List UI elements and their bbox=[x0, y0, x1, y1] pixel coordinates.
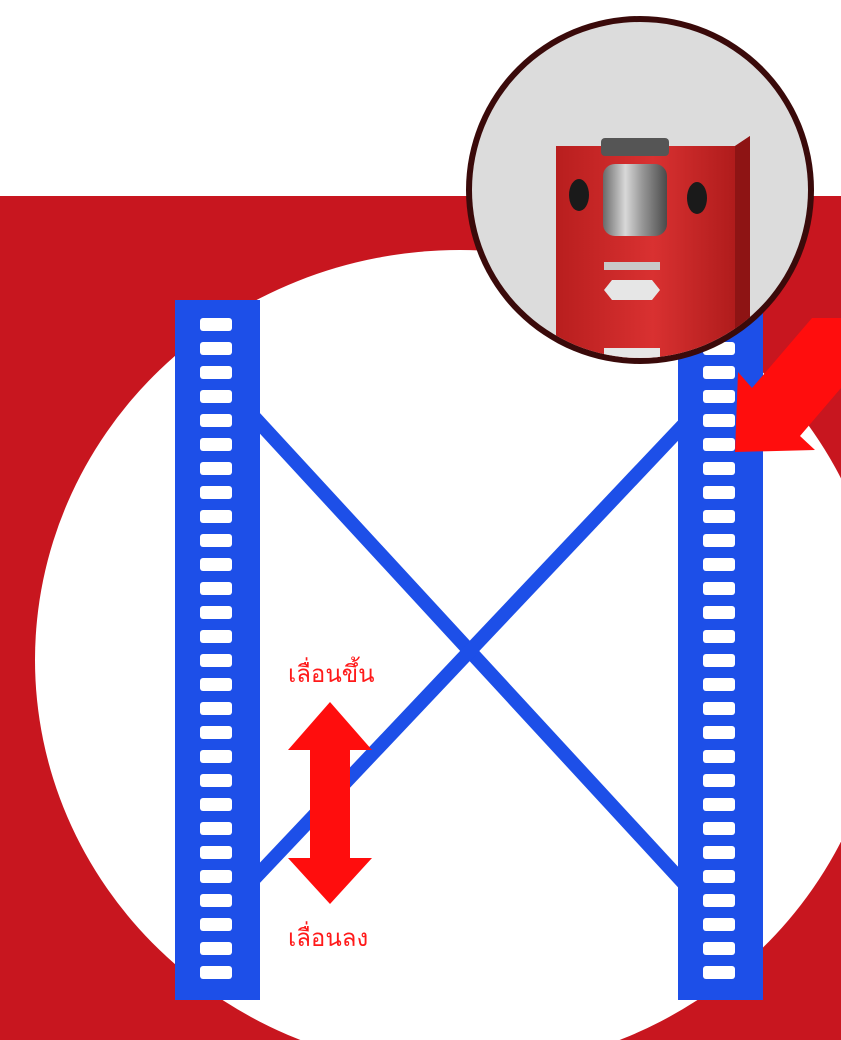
upright-slot bbox=[703, 510, 735, 523]
upright-slot bbox=[200, 942, 232, 955]
upright-clip-photo bbox=[466, 16, 814, 364]
upright-slot bbox=[200, 342, 232, 355]
upright-slot bbox=[200, 918, 232, 931]
upright-slot bbox=[703, 702, 735, 715]
upright-slot bbox=[703, 918, 735, 931]
upright-slot bbox=[703, 774, 735, 787]
upright-slot bbox=[200, 774, 232, 787]
upright-slot bbox=[703, 894, 735, 907]
upright-slot bbox=[200, 534, 232, 547]
upright-slot bbox=[200, 438, 232, 451]
upright-slot bbox=[703, 654, 735, 667]
upright-slot bbox=[200, 510, 232, 523]
upright-slot bbox=[703, 822, 735, 835]
upright-slot bbox=[200, 318, 232, 331]
upright-slot bbox=[200, 486, 232, 499]
upright-slot bbox=[703, 726, 735, 739]
upright-slot bbox=[200, 894, 232, 907]
upright-slot bbox=[200, 654, 232, 667]
upright-slot bbox=[200, 678, 232, 691]
move-up-label: เลื่อนขึ้น bbox=[288, 656, 375, 688]
upright-slot bbox=[703, 678, 735, 691]
upright-slot bbox=[200, 966, 232, 979]
pointer-arrow-icon bbox=[735, 318, 841, 452]
upright-slot bbox=[200, 846, 232, 859]
upright-slot bbox=[703, 630, 735, 643]
left-upright-slots bbox=[200, 318, 232, 979]
upright-slot bbox=[200, 366, 232, 379]
upright-slot bbox=[200, 750, 232, 763]
upright-slot bbox=[703, 486, 735, 499]
right-upright bbox=[678, 300, 763, 1000]
double-vertical-arrow-icon bbox=[288, 702, 372, 904]
upright-slot bbox=[200, 582, 232, 595]
upright-slot bbox=[703, 534, 735, 547]
left-upright bbox=[175, 300, 260, 1000]
upright-slot bbox=[200, 822, 232, 835]
upright-slot bbox=[703, 462, 735, 475]
upright-slot bbox=[703, 390, 735, 403]
upright-slot bbox=[703, 846, 735, 859]
upright-slot bbox=[200, 870, 232, 883]
upright-slot bbox=[200, 558, 232, 571]
upright-slot bbox=[200, 462, 232, 475]
upright-slot bbox=[200, 414, 232, 427]
upright-slot bbox=[703, 942, 735, 955]
upright-slot bbox=[703, 966, 735, 979]
upright-slot bbox=[703, 366, 735, 379]
upright-slot bbox=[200, 630, 232, 643]
upright-slot bbox=[703, 582, 735, 595]
upright-slot bbox=[703, 870, 735, 883]
upright-slot bbox=[703, 558, 735, 571]
upright-slot bbox=[200, 702, 232, 715]
move-down-label: เลื่อนลง bbox=[288, 921, 368, 952]
upright-slot bbox=[703, 438, 735, 451]
upright-slot bbox=[200, 798, 232, 811]
upright-slot bbox=[703, 750, 735, 763]
upright-slot bbox=[200, 390, 232, 403]
upright-slot bbox=[200, 726, 232, 739]
upright-slot bbox=[703, 414, 735, 427]
upright-slot bbox=[703, 798, 735, 811]
upright-slot bbox=[200, 606, 232, 619]
upright-slot bbox=[703, 606, 735, 619]
